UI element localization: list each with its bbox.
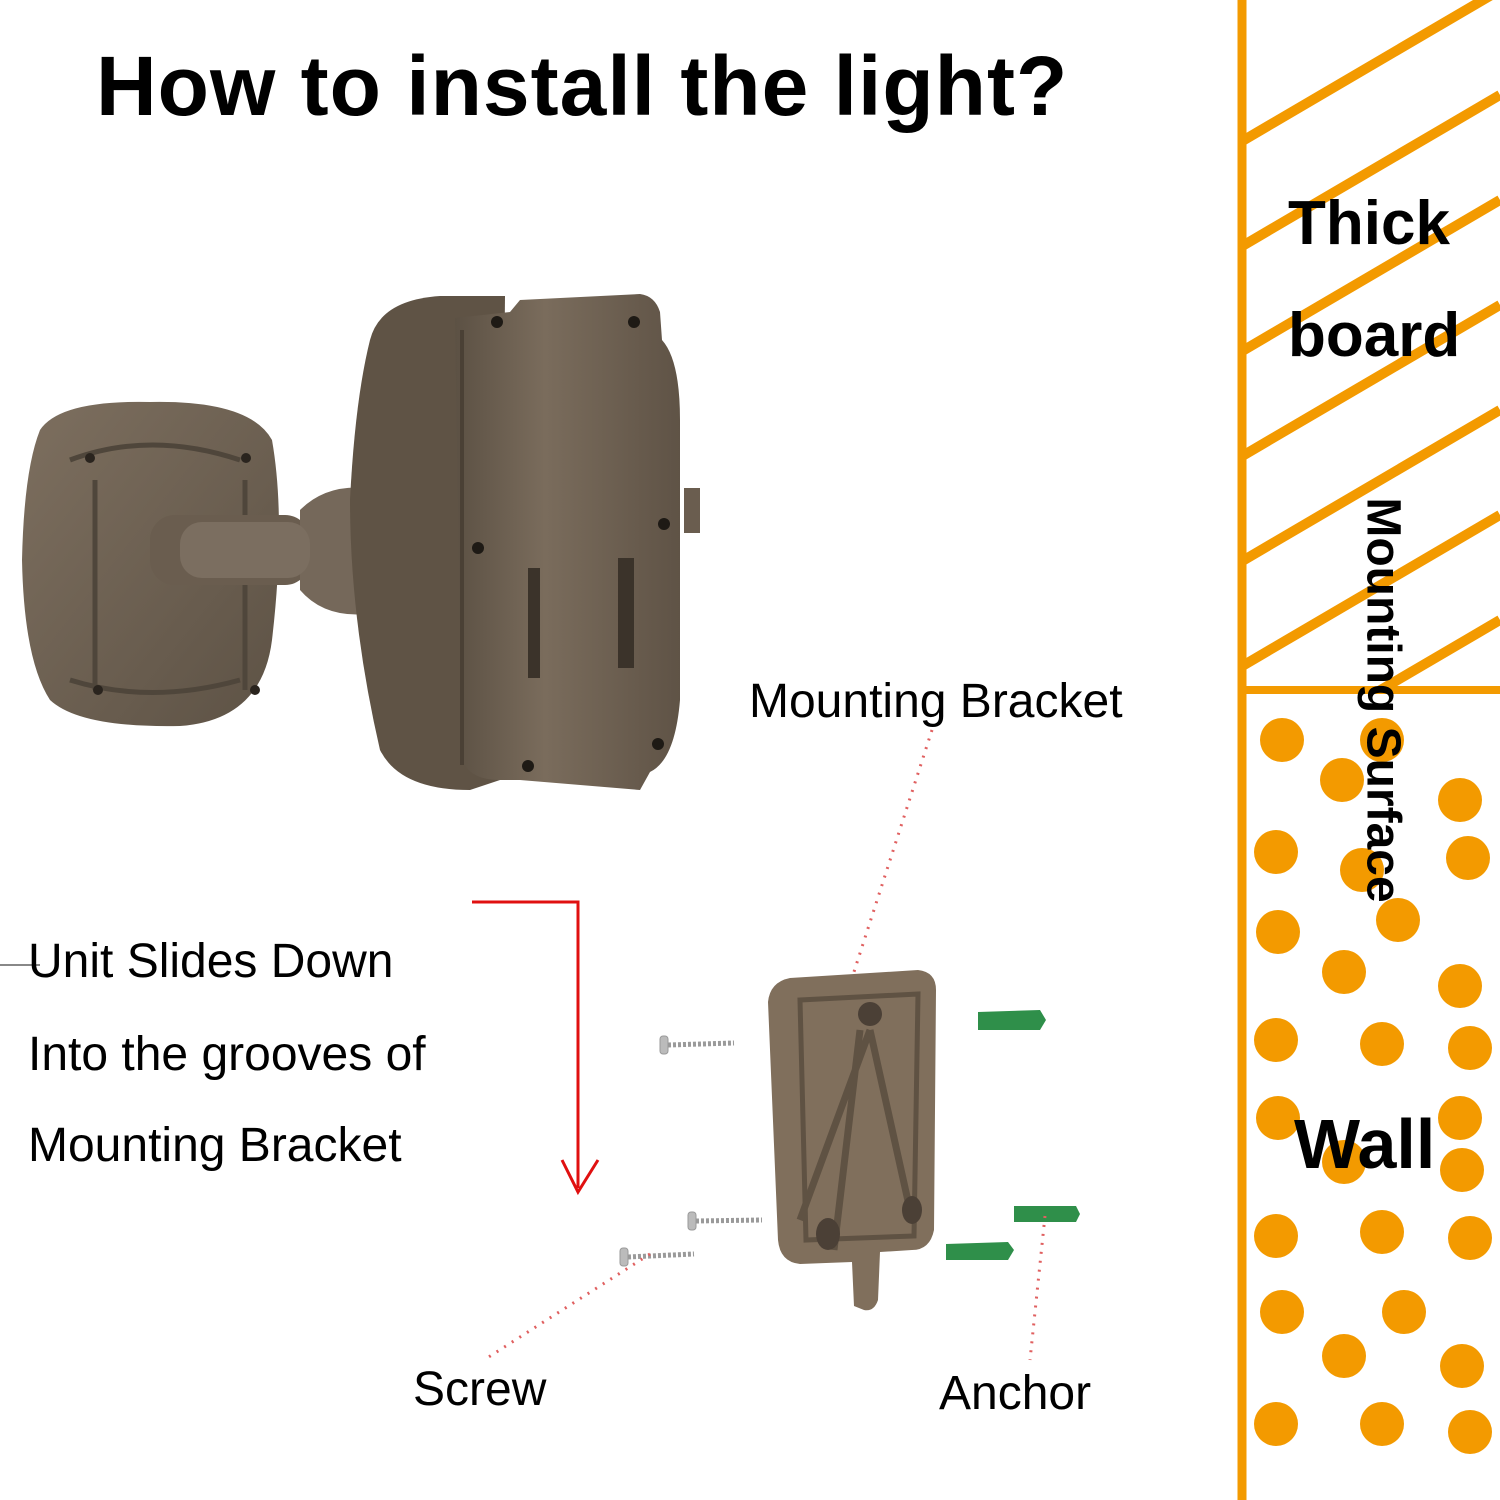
- board-hatching: [1244, 0, 1500, 690]
- board-label: board: [1288, 301, 1461, 370]
- instruction-line-2: Into the grooves of: [28, 1028, 426, 1081]
- light-unit: [22, 294, 700, 790]
- anchor-label: Anchor: [939, 1367, 1092, 1420]
- bracket-plate: [768, 970, 936, 1311]
- wall-dots: [1254, 718, 1492, 1454]
- screw-bottom: [619, 1247, 695, 1267]
- wall-label: Wall: [1294, 1105, 1436, 1183]
- mounting-surface-label: Mounting Surface: [1356, 497, 1410, 903]
- anchor-bottom: [946, 1242, 1014, 1260]
- screws: [619, 1035, 763, 1267]
- screw-top: [659, 1035, 735, 1055]
- body-front: [455, 294, 680, 790]
- anchors: [946, 1010, 1080, 1260]
- wall-panel: [1237, 0, 1500, 1500]
- anchor-right: [1014, 1206, 1080, 1222]
- anchor-leader: [1028, 1215, 1047, 1361]
- leader-lines: [483, 729, 1047, 1362]
- anchor-top: [978, 1010, 1046, 1030]
- instruction-line-1: Unit Slides Down: [28, 935, 394, 988]
- screw-leader: [483, 1252, 651, 1362]
- instruction-line-3: Mounting Bracket: [28, 1119, 402, 1172]
- screw-label: Screw: [413, 1363, 547, 1416]
- mounting-bracket: [768, 970, 936, 1311]
- page-title: How to install the light?: [96, 39, 1069, 133]
- bracket-leader: [850, 729, 934, 979]
- mounting-bracket-label: Mounting Bracket: [749, 675, 1123, 728]
- screw-middle: [687, 1211, 763, 1231]
- thick-label: Thick: [1288, 189, 1450, 258]
- slide-down-arrow: [472, 900, 600, 1196]
